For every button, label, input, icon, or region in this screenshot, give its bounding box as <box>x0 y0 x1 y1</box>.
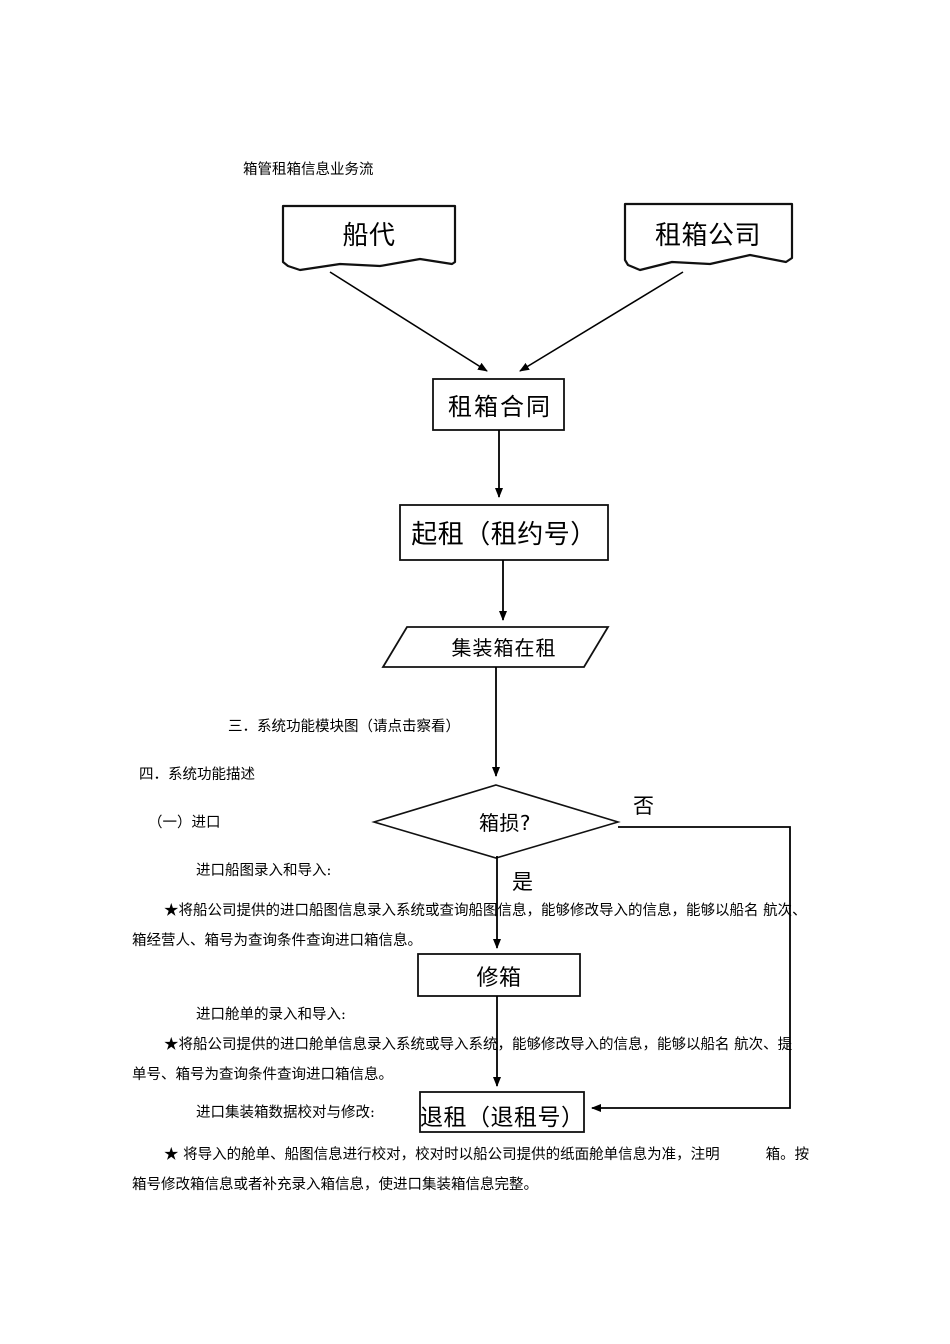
paragraph-line: 箱经营人、箱号为查询条件查询进口箱信息。 <box>132 933 422 949</box>
heading-section-import: （一）进口 <box>148 815 221 831</box>
paragraph-line-part: 箱。按 <box>765 1147 810 1163</box>
flow-node-chuandai-label: 船代 <box>342 221 396 251</box>
paragraph-line-part: ★ 将导入的舱单、船图信息进行校对，校对时以船公司提供的纸面舱单信息为准，注明 <box>164 1147 720 1163</box>
paragraph-line: ★将船公司提供的进口舱单信息录入系统或导入系统，能够修改导入的信息，能够以船名 … <box>164 1037 793 1053</box>
paragraph-line: 单号、箱号为查询条件查询进口箱信息。 <box>132 1067 393 1083</box>
flow-branch-label-yes: 是 <box>512 870 533 894</box>
subheading-manifest: 进口舱单的录入和导入: <box>196 1007 346 1023</box>
paragraph-ship-plan: ★将船公司提供的进口船图信息录入系统或查询船图信息，能够修改导入的信息，能够以船… <box>132 896 950 956</box>
paragraph-line: 箱号修改箱信息或者补充录入箱信息，使进口集装箱信息完整。 <box>132 1177 538 1193</box>
flow-node-zaizu-label: 集装箱在租 <box>451 636 557 660</box>
flow-node-xiangsun-label: 箱损? <box>478 811 532 835</box>
flow-node-hetong-label: 租箱合同 <box>448 393 552 421</box>
paragraph-reconcile: ★ 将导入的舱单、船图信息进行校对，校对时以船公司提供的纸面舱单信息为准，注明箱… <box>132 1140 950 1200</box>
subheading-reconcile: 进口集装箱数据校对与修改: <box>196 1105 375 1121</box>
flow-node-qizu-label: 起租（租约号） <box>411 520 597 550</box>
flow-branch-label-no: 否 <box>633 794 654 818</box>
subheading-ship-plan: 进口船图录入和导入: <box>196 863 332 879</box>
paragraph-line: ★ 将导入的舱单、船图信息进行校对，校对时以船公司提供的纸面舱单信息为准，注明 箱… <box>132 1140 950 1170</box>
paragraph-line: ★将船公司提供的进口船图信息录入系统或查询船图信息，能够修改导入的信息，能够以船… <box>164 903 807 919</box>
paragraph-manifest: ★将船公司提供的进口舱单信息录入系统或导入系统，能够修改导入的信息，能够以船名 … <box>132 1030 950 1090</box>
heading-function-description: 四．系统功能描述 <box>139 767 255 783</box>
flow-node-xiuxiang-label: 修箱 <box>476 966 522 991</box>
flow-node-tuizu-label: 退租（退租号） <box>420 1105 585 1131</box>
flow-node-zuxiang-company-label: 租箱公司 <box>654 221 761 251</box>
heading-module-diagram: 三．系统功能模块图（请点击察看） <box>228 719 460 735</box>
page-title: 箱管租箱信息业务流 <box>243 162 374 178</box>
